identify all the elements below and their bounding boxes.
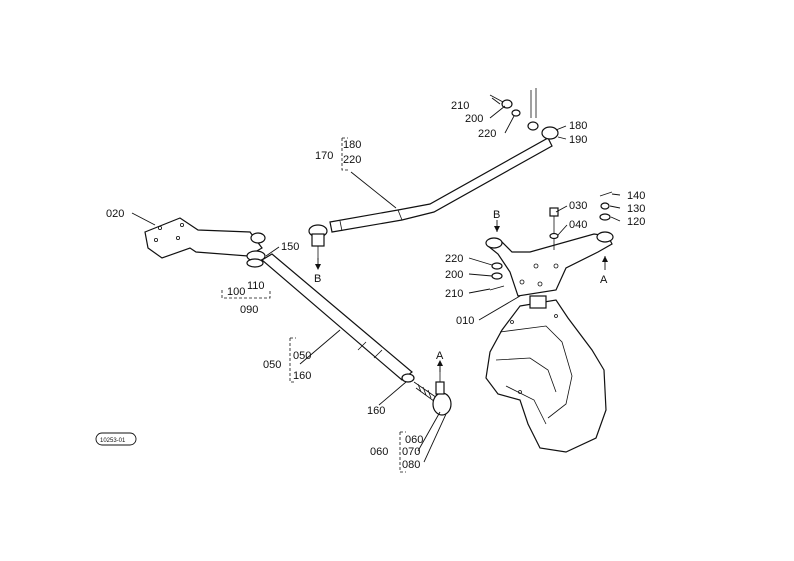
- label-120: 120: [627, 216, 645, 228]
- label-220-group: 220: [343, 154, 361, 166]
- label-080: 080: [402, 459, 420, 471]
- view-marker-b-left: B: [314, 273, 321, 285]
- view-marker-a-bottom: A: [436, 350, 444, 362]
- view-marker-a-right: A: [600, 274, 608, 286]
- label-220-right: 220: [445, 253, 463, 265]
- label-180-top: 180: [569, 120, 587, 132]
- label-060: 060: [370, 446, 388, 458]
- tie-rod-end: [401, 362, 452, 416]
- reference-code: 10253-01: [100, 438, 126, 444]
- label-200-right: 200: [445, 269, 463, 281]
- nut-200-220-lower: [489, 262, 505, 291]
- label-150: 150: [281, 241, 299, 253]
- label-030: 030: [569, 200, 587, 212]
- label-160-group: 160: [293, 370, 311, 382]
- label-200-top: 200: [465, 113, 483, 125]
- bolt-030-040: [549, 207, 559, 250]
- label-040: 040: [569, 219, 587, 231]
- view-arrows: [315, 220, 608, 372]
- washers-120-140: [599, 191, 613, 221]
- label-130: 130: [627, 203, 645, 215]
- view-marker-b-right: B: [493, 209, 500, 221]
- label-110: 110: [247, 280, 265, 292]
- tie-rod: [260, 253, 413, 381]
- leader-lines: [131, 97, 621, 463]
- label-220-top: 220: [478, 128, 496, 140]
- label-060-group: 060: [405, 434, 423, 446]
- label-020: 020: [106, 208, 124, 220]
- label-050: 050: [263, 359, 281, 371]
- label-100: 100: [227, 286, 245, 298]
- drag-link-front-end: [527, 88, 559, 140]
- label-050-group: 050: [293, 350, 311, 362]
- label-140: 140: [627, 190, 645, 202]
- label-210-right: 210: [445, 288, 463, 300]
- label-180-group: 180: [343, 139, 361, 151]
- knuckle-arm-010: [485, 231, 614, 297]
- label-170: 170: [315, 150, 333, 162]
- label-070: 070: [402, 446, 420, 458]
- reference-code-badge: 10253-01: [95, 432, 137, 446]
- steering-arm-020: [144, 217, 266, 268]
- group-brackets: [221, 137, 406, 473]
- label-160: 160: [367, 405, 385, 417]
- label-090: 090: [240, 304, 258, 316]
- front-nut-and-pin: [489, 94, 521, 117]
- drag-link-rod: [329, 137, 553, 233]
- label-210-top: 210: [451, 100, 469, 112]
- axle-housing: [485, 295, 607, 453]
- label-010: 010: [456, 315, 474, 327]
- label-190: 190: [569, 134, 587, 146]
- drag-link-rear-end: [308, 224, 328, 260]
